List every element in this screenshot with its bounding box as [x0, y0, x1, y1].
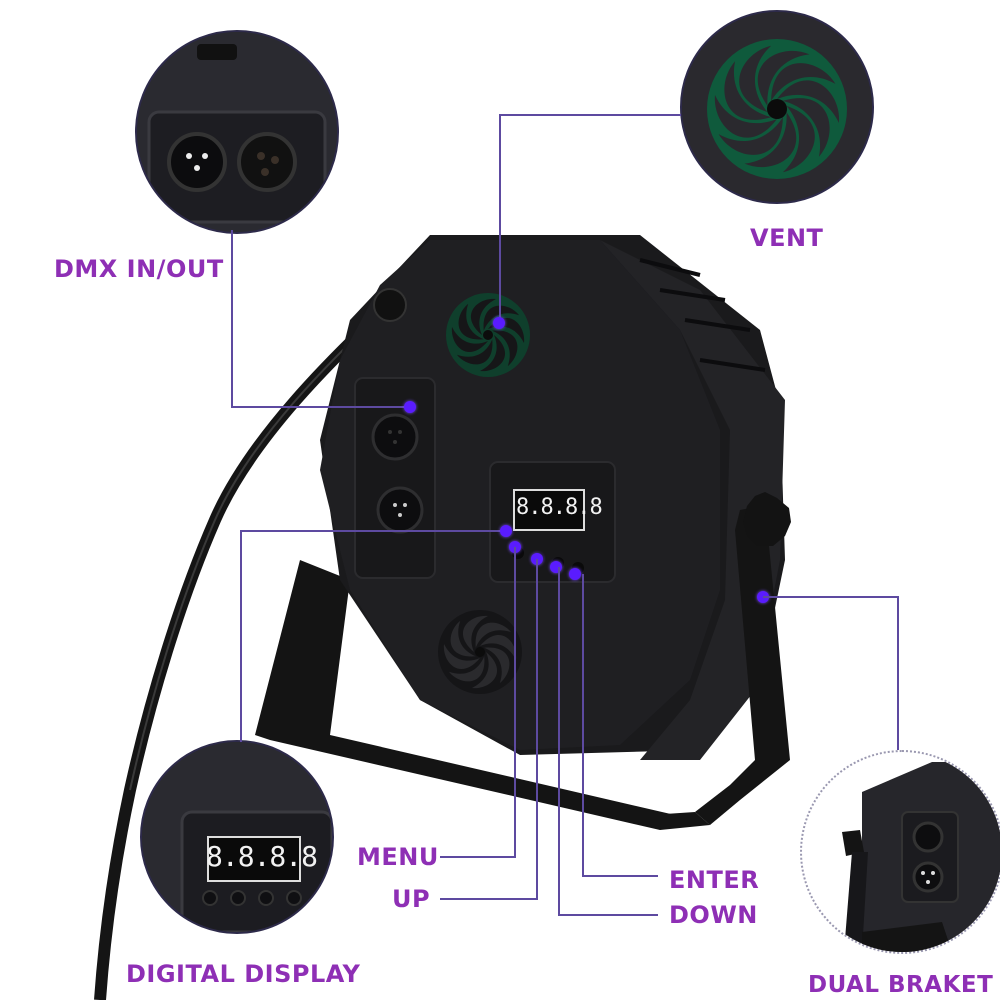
dmx-panel: [354, 377, 436, 579]
up-leader-horizontal: [440, 898, 538, 900]
vent-leader-vertical: [499, 114, 501, 322]
dual-bracket-label: DUAL BRAKET: [808, 972, 994, 998]
down-leader-horizontal: [558, 914, 658, 916]
dmx-marker-dot: [404, 401, 416, 413]
upper-fan-vent: [446, 293, 530, 377]
fan-vent-icon: [707, 39, 847, 179]
xlr-female-connector-icon: [237, 132, 297, 192]
menu-leader-vertical: [514, 547, 516, 857]
bracket-right-leg: [695, 505, 790, 825]
display-leader-horizontal: [240, 530, 510, 532]
vent-leader-horizontal: [499, 114, 681, 116]
digital-display-label: DIGITAL DISPLAY: [126, 960, 361, 988]
main-display-readout: 8.8.8.8: [516, 495, 603, 520]
bracket-left-leg: [255, 560, 675, 830]
up-leader-vertical: [536, 559, 538, 899]
xlr-female-connector-icon: [371, 413, 419, 461]
enter-marker-dot: [569, 568, 581, 580]
up-label: UP: [392, 885, 431, 913]
down-label: DOWN: [669, 901, 758, 929]
down-leader-vertical: [558, 567, 560, 915]
menu-label: MENU: [357, 843, 439, 871]
lower-fan-vent: [438, 610, 522, 694]
vent-marker-dot: [493, 317, 505, 329]
xlr-male-connector-icon: [376, 486, 424, 534]
display-marker-dot: [500, 525, 512, 537]
display-leader-vertical: [240, 530, 242, 742]
enter-label: ENTER: [669, 866, 760, 894]
inset-display-readout: 8.8.8.8: [206, 840, 318, 873]
bracket-leader-horizontal: [763, 596, 899, 598]
display-inset-image: [140, 740, 334, 934]
down-marker-dot: [550, 561, 562, 573]
vent-label: VENT: [750, 224, 824, 252]
enter-leader-vertical: [582, 574, 584, 876]
dmx-inset-image: [135, 30, 339, 234]
dmx-in-out-label: DMX IN/OUT: [54, 255, 224, 283]
bracket-knob-icon: [743, 492, 791, 546]
bracket-leader-vertical: [897, 596, 899, 750]
menu-leader-horizontal: [440, 856, 516, 858]
dmx-leader-horizontal: [231, 406, 411, 408]
dmx-leader-vertical: [231, 230, 233, 407]
enter-leader-horizontal: [582, 875, 658, 877]
bracket-inset-image: [800, 750, 1000, 954]
xlr-male-connector-icon: [167, 132, 227, 192]
vent-inset-image: [680, 10, 874, 204]
